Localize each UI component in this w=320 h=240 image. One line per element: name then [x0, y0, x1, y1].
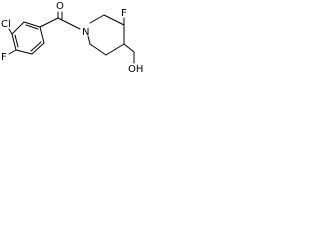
bond-aryl-chlorine [8, 28, 13, 35]
bond-ring-f [11, 21, 25, 35]
bond-c4-ch2 [123, 43, 135, 53]
bond-ring-d [15, 49, 33, 55]
bond-ring-carbonyl [39, 17, 59, 28]
bond-ring-a [23, 21, 41, 28]
bond-pip-a [89, 14, 105, 24]
molecule-drawing: O Cl F N F OH [1, 1, 143, 75]
bond-ring-c [31, 42, 45, 55]
atom-label-aryl-fluorine: F [1, 52, 7, 63]
atom-label-piperidine-fluorine: F [121, 8, 127, 19]
structure-canvas: O Cl F N F OH [0, 0, 166, 76]
bond-carbonyl-nitrogen [57, 17, 81, 30]
atom-label-ring-nitrogen: N [82, 27, 89, 38]
bond-pip-f [87, 35, 91, 45]
bond-pip-d [105, 43, 125, 56]
atom-label-carbonyl-oxygen: O [56, 1, 64, 12]
bond-aryl-fluorine [8, 49, 17, 55]
bond-ring-double-3 [14, 34, 19, 48]
bond-pip-e [89, 43, 107, 56]
bond-ring-b [39, 26, 45, 44]
bond-ring-e [11, 33, 17, 51]
atom-label-chlorine: Cl [1, 19, 11, 30]
bond-pip-b [103, 14, 125, 26]
bond-ring-double-1 [25, 24, 39, 30]
bond-ring-double-2 [30, 41, 42, 52]
atom-label-hydroxyl: OH [128, 64, 143, 75]
